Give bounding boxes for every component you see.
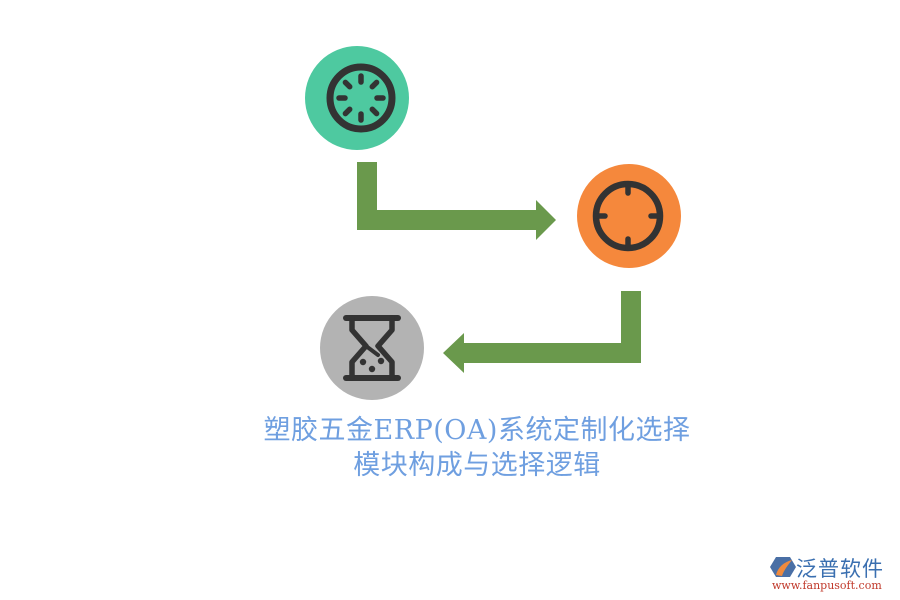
step-1-node <box>305 46 409 150</box>
brand-name: 泛普软件 <box>796 557 884 581</box>
hourglass-sand-icon <box>359 357 385 373</box>
hourglass-icon <box>343 315 401 381</box>
step-2-node <box>577 164 681 268</box>
brand-url: www.fanpusoft.com <box>772 579 882 592</box>
arrow-step2-to-step3 <box>443 291 641 373</box>
arrow-step1-to-step2 <box>357 162 556 240</box>
crosshair-target-icon <box>592 180 664 252</box>
brand-logo-icon <box>770 557 796 577</box>
title-line-2: 模块构成与选择逻辑 <box>353 450 601 481</box>
watermark-logo: 泛普软件 www.fanpusoft.com <box>770 553 895 598</box>
step-3-node <box>320 296 424 400</box>
loading-spinner-icon <box>326 63 396 133</box>
title-line-1: 塑胶五金ERP(OA)系统定制化选择 <box>263 415 691 446</box>
